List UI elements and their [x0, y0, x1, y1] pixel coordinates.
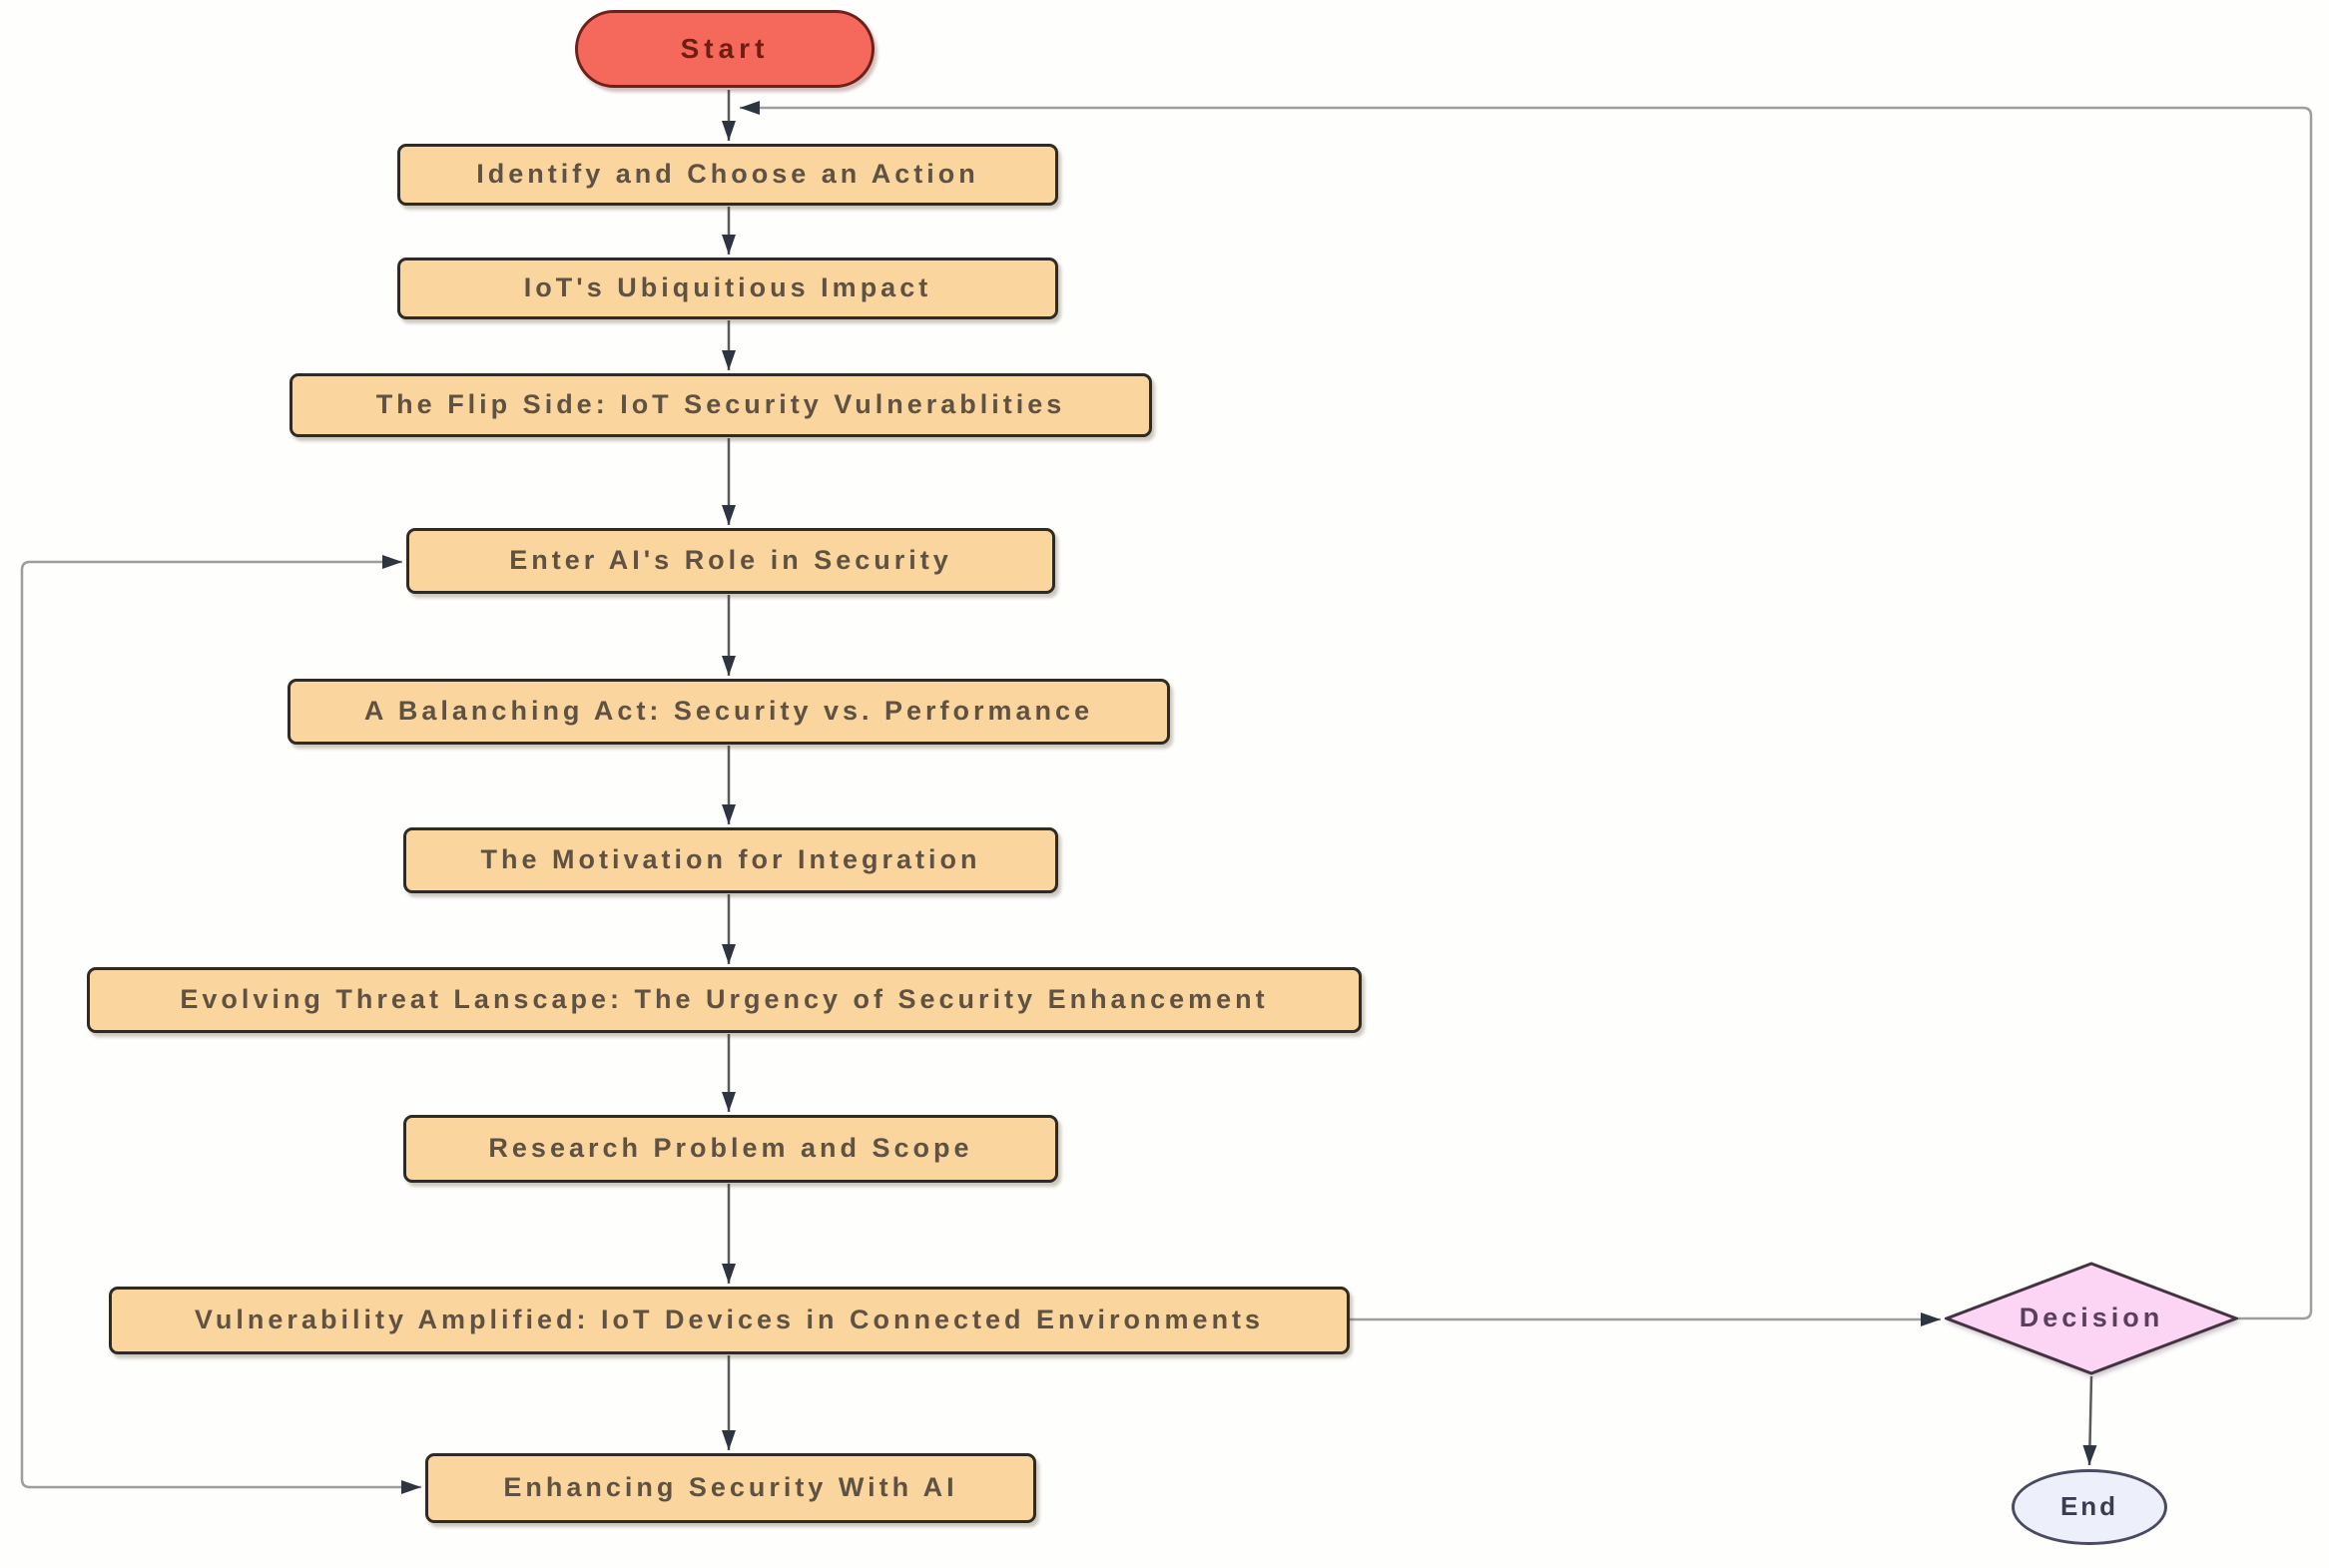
- edge-decision-loopback-top: [740, 101, 2313, 1320]
- node-research-problem-scope[interactable]: Research Problem and Scope: [403, 1115, 1058, 1183]
- node-balancing-act[interactable]: A Balanching Act: Security vs. Performan…: [288, 679, 1170, 745]
- edge-left-loop: [20, 555, 421, 1494]
- edge-decision-to-end: [2082, 1375, 2097, 1466]
- node-ai-role-security-label: Enter AI's Role in Security: [509, 545, 952, 576]
- node-enhancing-security-ai-label: Enhancing Security With AI: [503, 1472, 958, 1503]
- node-balancing-act-label: A Balanching Act: Security vs. Performan…: [363, 696, 1094, 727]
- node-vulnerability-amplified-label: Vulnerability Amplified: IoT Devices in …: [194, 1305, 1265, 1335]
- node-research-problem-scope-label: Research Problem and Scope: [488, 1133, 973, 1164]
- node-start-label: Start: [680, 32, 770, 64]
- node-identify-action[interactable]: Identify and Choose an Action: [397, 144, 1058, 206]
- node-ai-role-security[interactable]: Enter AI's Role in Security: [406, 528, 1055, 594]
- node-vulnerability-amplified[interactable]: Vulnerability Amplified: IoT Devices in …: [109, 1287, 1350, 1354]
- node-threat-landscape[interactable]: Evolving Threat Lanscape: The Urgency of…: [87, 967, 1362, 1033]
- node-threat-landscape-label: Evolving Threat Lanscape: The Urgency of…: [180, 984, 1269, 1015]
- node-decision-label: Decision: [2019, 1303, 2164, 1333]
- node-identify-action-label: Identify and Choose an Action: [476, 159, 979, 190]
- node-flip-side-vulnerabilities[interactable]: The Flip Side: IoT Security Vulnerabliti…: [290, 373, 1152, 437]
- node-decision[interactable]: Decision: [1945, 1262, 2238, 1375]
- node-iot-impact-label: IoT's Ubiquitious Impact: [523, 272, 932, 303]
- node-end-label: End: [2059, 1491, 2119, 1522]
- node-motivation-integration[interactable]: The Motivation for Integration: [403, 827, 1058, 893]
- decision-diamond-shape: [1945, 1262, 2238, 1375]
- node-iot-impact[interactable]: IoT's Ubiquitious Impact: [397, 258, 1058, 319]
- node-enhancing-security-ai[interactable]: Enhancing Security With AI: [425, 1453, 1036, 1523]
- node-start[interactable]: Start: [575, 10, 874, 88]
- node-end[interactable]: End: [2012, 1469, 2167, 1545]
- node-motivation-integration-label: The Motivation for Integration: [480, 844, 981, 875]
- node-flip-side-vulnerabilities-label: The Flip Side: IoT Security Vulnerabliti…: [375, 389, 1066, 420]
